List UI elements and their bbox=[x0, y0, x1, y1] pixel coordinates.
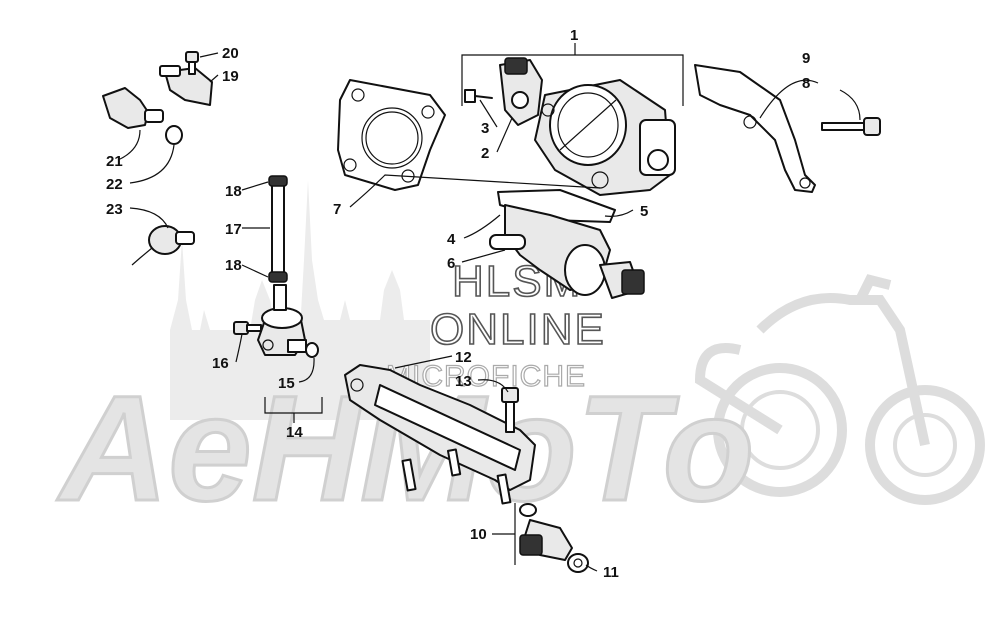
microfiche-watermark: MICROFICHE bbox=[386, 360, 586, 393]
skyline-watermark bbox=[170, 180, 430, 420]
screw-3-part bbox=[464, 89, 493, 103]
callout-7: 7 bbox=[333, 201, 341, 218]
callout-2: 2 bbox=[481, 145, 489, 162]
oring-22-part bbox=[165, 125, 183, 145]
callout-1: 1 bbox=[570, 27, 578, 44]
sensor-clip-19-part bbox=[159, 65, 213, 106]
knock-sensor-23-part bbox=[131, 225, 195, 266]
callout-6: 6 bbox=[447, 255, 455, 272]
callout-12: 12 bbox=[455, 349, 472, 366]
clamp-18-top-part bbox=[268, 175, 288, 187]
callout-16: 16 bbox=[212, 355, 229, 372]
hose-17-part bbox=[271, 184, 285, 276]
throttle-body-part bbox=[534, 79, 676, 196]
screw-20-part bbox=[185, 51, 199, 75]
callout-23: 23 bbox=[106, 201, 123, 218]
screw-16-part bbox=[233, 321, 262, 335]
callouts: 1 2 3 4 5 6 7 8 9 10 11 12 13 14 15 16 1… bbox=[106, 27, 810, 581]
callout-3: 3 bbox=[481, 120, 489, 137]
callout-8: 8 bbox=[802, 75, 810, 92]
leader-lines bbox=[117, 43, 861, 572]
oring-15-part bbox=[305, 342, 319, 358]
callout-5: 5 bbox=[640, 203, 648, 220]
callout-14: 14 bbox=[286, 424, 303, 441]
bolt-8-part bbox=[821, 117, 881, 136]
callout-13: 13 bbox=[455, 373, 472, 390]
pressure-regulator-part bbox=[257, 284, 307, 356]
bolt-13-part bbox=[501, 387, 519, 433]
online-watermark: ONLINE bbox=[430, 305, 606, 354]
callout-19: 19 bbox=[222, 68, 239, 85]
callout-10: 10 bbox=[470, 526, 487, 543]
idle-air-part bbox=[489, 204, 645, 299]
callout-17: 17 bbox=[225, 221, 242, 238]
callout-9: 9 bbox=[802, 50, 810, 67]
bracket-part bbox=[694, 64, 816, 193]
clamp-18-bottom-part bbox=[268, 271, 288, 283]
temp-sensor-21-part bbox=[102, 87, 164, 129]
callout-20: 20 bbox=[222, 45, 239, 62]
motorcycle-watermark bbox=[694, 274, 985, 505]
callout-11: 11 bbox=[603, 564, 619, 581]
callout-21: 21 bbox=[106, 153, 123, 170]
gasket-part bbox=[337, 79, 446, 191]
callout-18-top: 18 bbox=[225, 183, 242, 200]
fuel-rail-part bbox=[344, 364, 536, 505]
injector-part bbox=[519, 503, 589, 573]
callout-22: 22 bbox=[106, 176, 123, 193]
tps-sensor-part bbox=[499, 57, 543, 126]
callout-18-bottom: 18 bbox=[225, 257, 242, 274]
callout-15: 15 bbox=[278, 375, 295, 392]
callout-4: 4 bbox=[447, 231, 456, 248]
throttle-gasket-part bbox=[497, 189, 616, 223]
